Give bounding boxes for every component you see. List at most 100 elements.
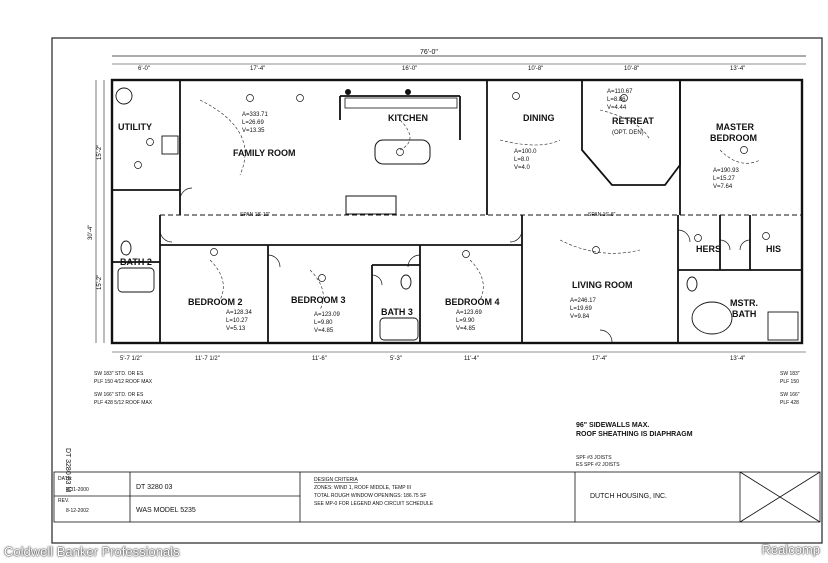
- bottom-dim-4: 5'-3": [390, 356, 402, 362]
- title-rev-value: 8-12-2002: [66, 508, 89, 514]
- left-note-2: PLF 150 4/12 ROOF MAX: [94, 379, 153, 385]
- stat-dining-l: L=8.0: [514, 157, 530, 163]
- room-label-opt-den: (OPT. DEN): [612, 130, 644, 136]
- overall-dimension: 76'-0": [420, 49, 438, 56]
- sidewall-note-2: ROOF SHEATHING IS DIAPHRAGM: [576, 431, 693, 438]
- interior-walls: [112, 80, 802, 343]
- top-dim-2: 17'-4": [250, 66, 265, 72]
- room-label-retreat: RETREAT: [612, 116, 654, 126]
- title-block-grid: [53, 471, 821, 523]
- room-label-master-bedroom: BEDROOM: [710, 133, 757, 143]
- room-label-bedroom2: BEDROOM 2: [188, 297, 243, 307]
- left-note-1: SW 183" STD. OR ES: [94, 371, 144, 377]
- room-label-bath2: BATH 2: [120, 257, 152, 267]
- stat-bedroom3-v: V=4.85: [314, 328, 334, 334]
- side-dim-bottom: 15'-2": [97, 275, 103, 290]
- stat-bedroom3-a: A=123.09: [314, 312, 341, 318]
- stat-living-a: A=246.17: [570, 298, 597, 304]
- room-label-utility: UTILITY: [118, 122, 152, 132]
- bottom-dim-6: 17'-4": [592, 356, 607, 362]
- title-criteria-2: TOTAL ROUGH WINDOW OPENINGS: 186.75 SF: [314, 493, 426, 499]
- title-company: DUTCH HOUSING, INC.: [590, 493, 667, 500]
- watermark-left: Coldwell Banker Professionals: [4, 544, 180, 559]
- sheet-border: [51, 37, 823, 544]
- top-dim-5: 10'-8": [624, 66, 639, 72]
- stat-bedroom4-l: L=9.90: [456, 318, 475, 324]
- room-label-family-room: FAMILY ROOM: [233, 148, 296, 158]
- room-label-bedroom3: BEDROOM 3: [291, 295, 346, 305]
- stat-retreat-l: L=8.86: [607, 97, 626, 103]
- sheet-vertical-label: DT 3280 03 M: [64, 448, 71, 492]
- fireplace: [345, 195, 397, 215]
- title-rev-label: REV.: [58, 498, 69, 504]
- title-criteria-1: ZONES: WIND 1, ROOF MIDDLE, TEMP III: [314, 485, 411, 491]
- kitchen-counter: [344, 97, 458, 109]
- master-tub: [691, 301, 733, 335]
- joist-note-1: SPF #3 JOISTS: [576, 455, 612, 461]
- exterior-wall: [110, 78, 804, 345]
- master-toilet: [686, 276, 698, 292]
- room-label-mstr-bath: BATH: [732, 309, 756, 319]
- circuit-wiring: [199, 99, 761, 311]
- title-was-model: WAS MODEL 5235: [136, 507, 196, 514]
- furnace: [161, 135, 179, 155]
- room-label-hers: HERS: [696, 244, 721, 254]
- bottom-dim-3: 11'-6": [312, 356, 327, 362]
- stat-master-l: L=15.27: [713, 176, 736, 182]
- room-label-kitchen: KITCHEN: [388, 113, 428, 123]
- stat-bedroom2-a: A=128.34: [226, 310, 253, 316]
- bath2-toilet: [120, 240, 132, 256]
- bath2-tub: [117, 267, 155, 293]
- stat-bedroom4-a: A=123.69: [456, 310, 483, 316]
- top-dim-1: 6'-0": [138, 66, 150, 72]
- stat-retreat-v: V=4.44: [607, 105, 627, 111]
- stat-bedroom2-v: V=5.13: [226, 326, 246, 332]
- room-label-living-room: LIVING ROOM: [572, 280, 633, 290]
- stat-bedroom3-l: L=9.80: [314, 320, 333, 326]
- right-note-3: SW 166": [780, 392, 800, 398]
- joist-note-2: ES SPF #2 JOISTS: [576, 462, 620, 468]
- title-date-value: 8-31-2000: [66, 487, 89, 493]
- master-shower: [767, 311, 799, 341]
- top-dim-4: 10'-8": [528, 66, 543, 72]
- stat-dining-a: A=100.0: [514, 149, 537, 155]
- bottom-dim-1: 5'-7 1/2": [120, 356, 142, 362]
- top-dim-3: 16'-0": [402, 66, 417, 72]
- stat-living-l: L=19.69: [570, 306, 593, 312]
- door-swings: [159, 187, 751, 343]
- left-note-4: PLF 428 5/12 ROOF MAX: [94, 400, 153, 406]
- sidewall-note-1: 96" SIDEWALLS MAX.: [576, 422, 649, 429]
- water-heater: [115, 87, 133, 105]
- title-model-no: DT 3280 03: [136, 484, 173, 491]
- stat-dining-v: V=4.0: [514, 165, 531, 171]
- ceiling-fans: [345, 89, 411, 95]
- room-label-master: MASTER: [716, 122, 755, 132]
- title-date-label: DATE:: [58, 476, 72, 482]
- room-label-bath3: BATH 3: [381, 307, 413, 317]
- right-note-4: PLF 428: [780, 400, 799, 406]
- right-note-1: SW 183": [780, 371, 800, 377]
- top-dim-6: 13'-4": [730, 66, 745, 72]
- room-label-bedroom4: BEDROOM 4: [445, 297, 500, 307]
- title-criteria-3: SEE MP-0 FOR LEGEND AND CIRCUIT SCHEDULE: [314, 501, 434, 507]
- stat-master-v: V=7.64: [713, 184, 733, 190]
- room-label-dining: DINING: [523, 113, 555, 123]
- watermark-right: Realcomp: [761, 542, 820, 557]
- stat-master-a: A=190.93: [713, 168, 740, 174]
- stat-retreat-a: A=110.67: [607, 89, 633, 95]
- stat-family-v: V=13.35: [242, 128, 265, 134]
- bottom-dim-5: 11'-4": [464, 356, 479, 362]
- bath3-toilet: [400, 274, 412, 290]
- stat-living-v: V=9.84: [570, 314, 590, 320]
- light-fixtures: [134, 92, 770, 282]
- bath3-tub: [379, 317, 419, 341]
- side-dim-overall: 30'-4": [88, 225, 94, 240]
- title-criteria-heading: DESIGN CRITERIA: [314, 477, 359, 483]
- room-label-his: HIS: [766, 244, 781, 254]
- stat-bedroom2-l: L=10.27: [226, 318, 249, 324]
- stat-family-l: L=26.69: [242, 120, 265, 126]
- span-label-right: SPAN 16'-8": [588, 212, 616, 218]
- stat-bedroom4-v: V=4.85: [456, 326, 476, 332]
